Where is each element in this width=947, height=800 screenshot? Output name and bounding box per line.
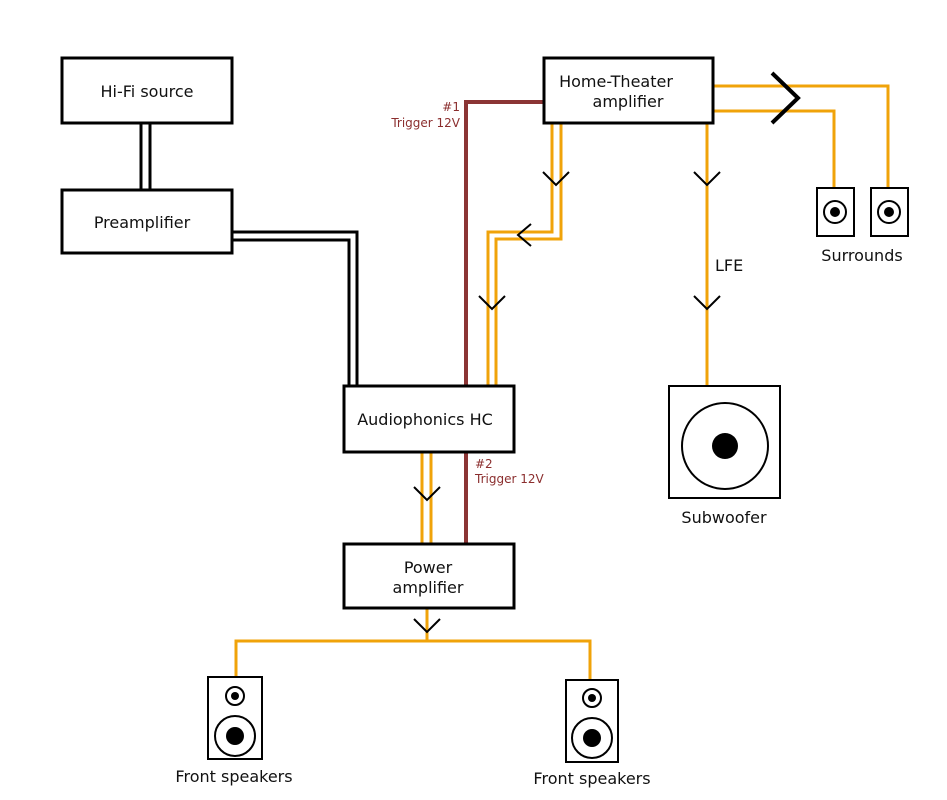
front-speakers-left-label: Front speakers: [175, 767, 292, 786]
surrounds-label: Surrounds: [821, 246, 902, 265]
cable-audiophonics-to-power: [420, 452, 433, 544]
trigger-1-cable: [464, 100, 544, 386]
arrow-down-icon: [542, 171, 570, 187]
subwoofer-label: Subwoofer: [681, 508, 767, 527]
hifi-source-label: Hi-Fi source: [101, 82, 194, 101]
power-amplifier-node: Power amplifier: [342, 542, 516, 610]
front-speaker-right: [565, 679, 619, 763]
audiophonics-label: Audiophonics HC: [357, 410, 493, 429]
cable-ht-to-surround-right: [713, 84, 890, 188]
trigger-2-number: #2: [475, 457, 493, 471]
audio-cables: [234, 84, 890, 680]
trigger-1-label: Trigger 12V: [390, 116, 460, 130]
surround-speaker-right: [870, 187, 909, 237]
arrow-down-icon: [478, 295, 506, 311]
hifi-source-node: Hi-Fi source: [60, 56, 234, 125]
cable-ht-front-to-audiophonics: [486, 123, 563, 386]
power-amplifier-label-line1: Power: [404, 558, 453, 577]
home-theater-label-line2: amplifier: [593, 92, 664, 111]
cable-power-to-front-speakers: [234, 608, 592, 680]
trigger-cables: [464, 100, 544, 544]
arrow-right-icon: [770, 71, 801, 125]
arrow-down-icon: [413, 486, 441, 502]
arrow-down-icon: [693, 295, 721, 311]
home-theater-amplifier-node: Home-Theater amplifier: [542, 56, 715, 125]
audiophonics-hc-node: Audiophonics HC: [342, 384, 516, 454]
arrow-left-icon: [516, 223, 532, 247]
arrow-down-icon: [413, 618, 441, 634]
home-theater-label-line1: Home-Theater: [559, 72, 673, 91]
preamplifier-node: Preamplifier: [60, 188, 234, 255]
analog-cables: [139, 123, 359, 386]
front-speakers-right-label: Front speakers: [533, 769, 650, 788]
trigger-2-label: Trigger 12V: [474, 472, 544, 486]
preamplifier-label: Preamplifier: [94, 213, 191, 232]
power-amplifier-label-line2: amplifier: [393, 578, 464, 597]
cable-hifi-to-preamp: [139, 123, 152, 190]
trigger-1-number: #1: [442, 100, 460, 114]
cable-preamp-to-audiophonics: [232, 230, 359, 386]
arrow-down-icon: [693, 171, 721, 187]
lfe-label: LFE: [715, 256, 743, 275]
signal-direction-arrows: [413, 71, 801, 634]
subwoofer-speaker: [668, 385, 781, 499]
front-speaker-left: [207, 676, 263, 760]
surround-speaker-left: [816, 187, 855, 237]
cable-ht-to-surround-left: [713, 109, 836, 188]
